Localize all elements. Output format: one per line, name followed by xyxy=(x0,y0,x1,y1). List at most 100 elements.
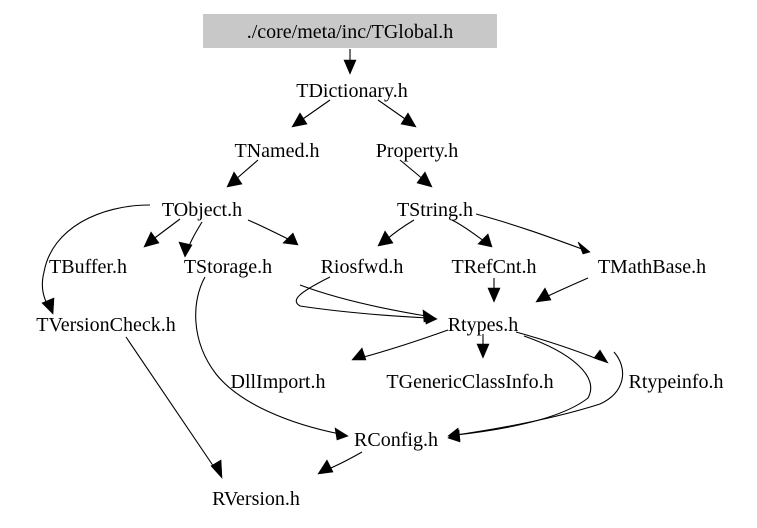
node-label: Property.h xyxy=(376,140,459,162)
graph-edge xyxy=(291,99,331,128)
graph-edge xyxy=(487,278,501,303)
graph-edge xyxy=(317,451,363,475)
graph-node-trefcnt[interactable]: TRefCnt.h xyxy=(452,256,537,278)
graph-node-property[interactable]: Property.h xyxy=(376,140,459,162)
graph-node-tmathbase[interactable]: TMathBase.h xyxy=(598,256,706,278)
graph-node-tglobal[interactable]: ./core/meta/inc/TGlobal.h xyxy=(203,14,497,48)
graph-edge xyxy=(475,213,591,255)
graph-edge xyxy=(351,329,449,361)
graph-node-tstring[interactable]: TString.h xyxy=(397,199,473,221)
graph-edge xyxy=(143,218,181,248)
arrow-head-icon xyxy=(377,230,394,247)
node-label: TObject.h xyxy=(162,199,242,221)
edge-line xyxy=(41,204,151,307)
node-label: Riosfwd.h xyxy=(321,256,404,278)
edge-line xyxy=(475,213,583,250)
graph-node-tversioncheck[interactable]: TVersionCheck.h xyxy=(36,314,175,336)
graph-node-rtypes[interactable]: Rtypes.h xyxy=(448,314,519,336)
graph-edge xyxy=(377,219,415,247)
edge-line xyxy=(399,159,425,181)
graph-edge xyxy=(226,159,259,188)
graph-node-riosfwd[interactable]: Riosfwd.h xyxy=(321,256,404,278)
edges-layer xyxy=(41,49,624,479)
edge-line xyxy=(151,218,181,241)
arrow-head-icon xyxy=(577,241,591,255)
graph-edge xyxy=(377,99,417,128)
node-label: RVersion.h xyxy=(212,488,300,510)
graph-edge xyxy=(399,159,433,188)
graph-edge xyxy=(41,204,151,315)
arrow-head-icon xyxy=(476,343,490,359)
edge-line xyxy=(455,335,592,436)
arrow-head-icon xyxy=(447,429,461,443)
node-label: RConfig.h xyxy=(354,429,438,451)
graph-node-rversion[interactable]: RVersion.h xyxy=(212,488,300,510)
node-label: TNamed.h xyxy=(235,140,320,162)
graph-edge xyxy=(451,219,493,248)
node-label: DllImport.h xyxy=(231,371,326,393)
graph-edge xyxy=(343,49,357,75)
node-label: TMathBase.h xyxy=(598,256,706,278)
edge-line xyxy=(299,284,427,317)
graph-edge xyxy=(535,277,589,303)
edge-line xyxy=(125,336,217,471)
node-label: TStorage.h xyxy=(184,256,272,278)
graph-node-tgenericclassinfo[interactable]: TGenericClassInfo.h xyxy=(386,371,553,393)
graph-edge xyxy=(125,336,223,479)
arrow-head-icon xyxy=(317,459,334,475)
arrow-head-icon xyxy=(400,112,417,128)
graph-edge xyxy=(247,219,299,246)
arrow-head-icon xyxy=(593,349,609,364)
arrow-head-icon xyxy=(226,171,243,188)
arrow-head-icon xyxy=(291,112,308,128)
arrow-head-icon xyxy=(477,233,493,248)
edge-line xyxy=(247,219,291,241)
node-label: Rtypes.h xyxy=(448,314,519,336)
arrow-head-icon xyxy=(535,287,552,303)
edge-line xyxy=(299,99,331,122)
graph-edge xyxy=(515,331,609,364)
graph-node-tbuffer[interactable]: TBuffer.h xyxy=(49,256,127,278)
edge-line xyxy=(385,219,415,241)
edge-line xyxy=(451,219,485,242)
graph-edge xyxy=(295,276,438,325)
graph-node-tdictionary[interactable]: TDictionary.h xyxy=(296,80,407,102)
node-label: TGenericClassInfo.h xyxy=(386,371,553,393)
graph-edge xyxy=(299,284,436,323)
node-label: TRefCnt.h xyxy=(452,256,537,278)
edge-line xyxy=(359,329,449,359)
edge-line xyxy=(195,276,341,435)
graph-node-dllimport[interactable]: DllImport.h xyxy=(231,371,326,393)
graph-node-rconfig[interactable]: RConfig.h xyxy=(354,429,438,451)
edge-line xyxy=(515,331,601,361)
arrow-head-icon xyxy=(210,459,223,479)
arrow-head-icon xyxy=(178,241,193,258)
node-label: TBuffer.h xyxy=(49,256,127,278)
graph-edge xyxy=(195,276,349,441)
arrow-head-icon xyxy=(487,287,501,303)
arrow-head-icon xyxy=(416,171,433,188)
arrow-head-icon xyxy=(282,232,299,246)
node-label: TString.h xyxy=(397,199,473,221)
graph-node-rtypeinfo[interactable]: Rtypeinfo.h xyxy=(629,371,724,393)
arrow-head-icon xyxy=(143,231,160,248)
node-label: TDictionary.h xyxy=(296,80,407,102)
arrow-head-icon xyxy=(422,309,436,323)
graph-node-tstorage[interactable]: TStorage.h xyxy=(184,256,272,278)
graph-edge xyxy=(178,221,203,258)
edge-line xyxy=(234,159,259,181)
edge-line xyxy=(325,451,363,471)
nodes-layer: ./core/meta/inc/TGlobal.hTDictionary.hTN… xyxy=(36,14,724,510)
node-highlight-box xyxy=(203,14,497,48)
edge-line xyxy=(377,99,409,122)
graph-edge xyxy=(447,335,592,443)
graph-node-tobject[interactable]: TObject.h xyxy=(162,199,242,221)
graph-node-tnamed[interactable]: TNamed.h xyxy=(235,140,320,162)
node-label: Rtypeinfo.h xyxy=(629,371,724,393)
graph-edge xyxy=(476,334,490,359)
arrow-head-icon xyxy=(351,347,367,361)
node-label: ./core/meta/inc/TGlobal.h xyxy=(247,21,454,43)
node-label: TVersionCheck.h xyxy=(36,314,175,336)
